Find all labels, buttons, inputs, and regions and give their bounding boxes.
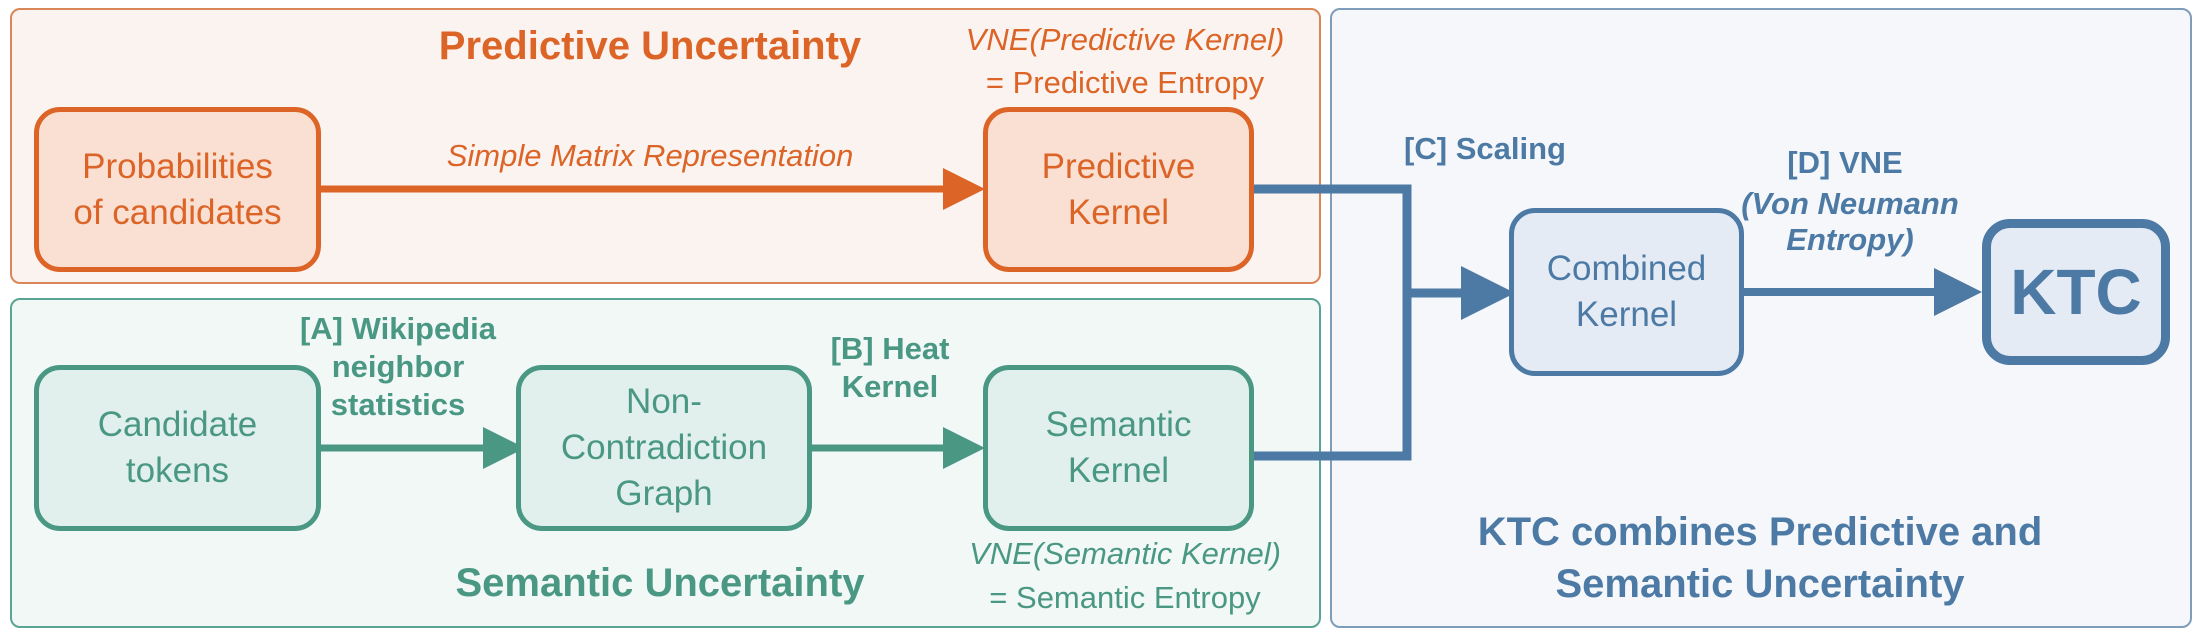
semantic-uncertainty-title: Semantic Uncertainty (455, 561, 865, 605)
scaling-label: [C] Scaling (1404, 131, 1566, 166)
wikipedia-neighbor-statistics-label: [A] Wikipedia neighbor statistics (299, 311, 497, 422)
semantic-entropy-label: = Semantic Entropy (989, 580, 1261, 615)
von-neumann-entropy-label: (Von Neumann Entropy) (1741, 186, 1959, 257)
edge-predictive-kernel-to-junction (1252, 184, 1412, 293)
predictive-kernel-node: Predictive Kernel (983, 107, 1254, 272)
ktc-node: KTC (1982, 219, 2170, 365)
ktc-caption: KTC combines Predictive and Semantic Unc… (1477, 510, 2043, 606)
vne-label: [D] VNE (1787, 145, 1903, 180)
candidate-tokens-node: Candidate tokens (34, 365, 321, 531)
simple-matrix-representation-label: Simple Matrix Representation (446, 138, 854, 173)
predictive-vne-label: VNE(Predictive Kernel) (965, 22, 1285, 57)
predictive-uncertainty-title: Predictive Uncertainty (438, 24, 862, 68)
predictive-entropy-label: = Predictive Entropy (985, 65, 1265, 100)
probabilities-of-candidates-node: Probabilities of candidates (34, 107, 321, 272)
combined-kernel-node: Combined Kernel (1509, 208, 1744, 376)
edge-semantic-kernel-to-junction (1252, 293, 1412, 461)
semantic-kernel-node: Semantic Kernel (983, 365, 1254, 531)
heat-kernel-label: [B] Heat Kernel (830, 331, 950, 404)
semantic-vne-label: VNE(Semantic Kernel) (969, 536, 1281, 571)
non-contradiction-graph-node: Non- Contradiction Graph (516, 365, 812, 531)
